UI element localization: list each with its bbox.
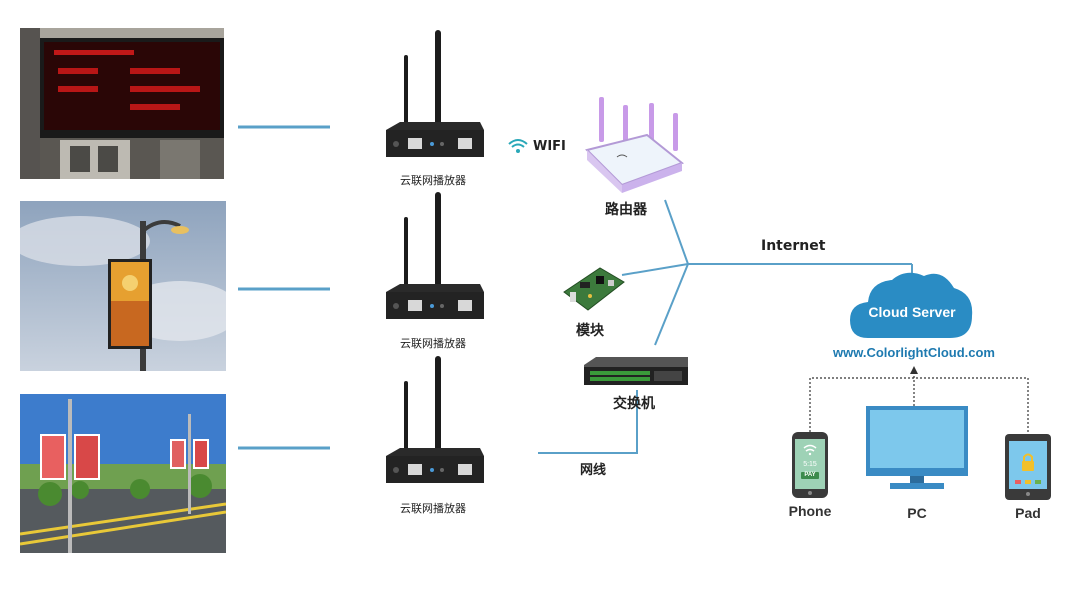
- arrow-up-icon: [910, 366, 918, 374]
- wifi-label: WIFI: [533, 139, 566, 154]
- phone-time: 5:15: [803, 461, 817, 468]
- led-sign-illustration: [20, 28, 224, 179]
- photo-led-sign: [20, 28, 224, 179]
- player-device-icon: [386, 356, 484, 483]
- switch-icon: [582, 355, 690, 389]
- link-module-hub: [621, 263, 689, 276]
- cable-label: 网线: [580, 463, 607, 478]
- player-2-label: 云联网播放器: [400, 337, 466, 350]
- pc-icon: [866, 406, 968, 490]
- cloud-url[interactable]: www.ColorlightCloud.com: [832, 345, 995, 360]
- pad-icon: [1005, 434, 1051, 500]
- pad-label: Pad: [1015, 505, 1041, 521]
- link-switch-hub: [654, 263, 689, 346]
- phone-label: Phone: [788, 503, 832, 519]
- street-lamps-illustration: [20, 394, 226, 553]
- link-router-hub: [664, 199, 689, 265]
- router-label: 路由器: [605, 202, 647, 218]
- lamp-post-illustration: [20, 201, 226, 371]
- photo-lamp-post-ad: [20, 201, 226, 371]
- router-icon: [577, 95, 687, 195]
- player-2: [380, 192, 490, 322]
- cloud-label: Cloud Server: [868, 304, 956, 320]
- cloud-icon: [850, 268, 974, 340]
- player-device-icon: [386, 30, 484, 157]
- pc-label: PC: [907, 505, 927, 521]
- wifi-icon: [507, 136, 529, 156]
- player-1: [380, 30, 490, 160]
- lock-icon: [1022, 453, 1034, 471]
- module-icon: [560, 262, 626, 316]
- link-cable: [538, 390, 638, 454]
- player-1-label: 云联网播放器: [400, 174, 466, 187]
- photo-street-lamps: [20, 394, 226, 553]
- switch-label: 交换机: [613, 396, 655, 412]
- phone-icon: 5:15 PAY: [792, 432, 828, 498]
- player-3: [380, 356, 490, 486]
- module-label: 模块: [576, 323, 604, 339]
- player-device-icon: [386, 192, 484, 319]
- internet-label: Internet: [761, 238, 826, 254]
- player-3-label: 云联网播放器: [400, 502, 466, 515]
- phone-pay: PAY: [804, 472, 816, 478]
